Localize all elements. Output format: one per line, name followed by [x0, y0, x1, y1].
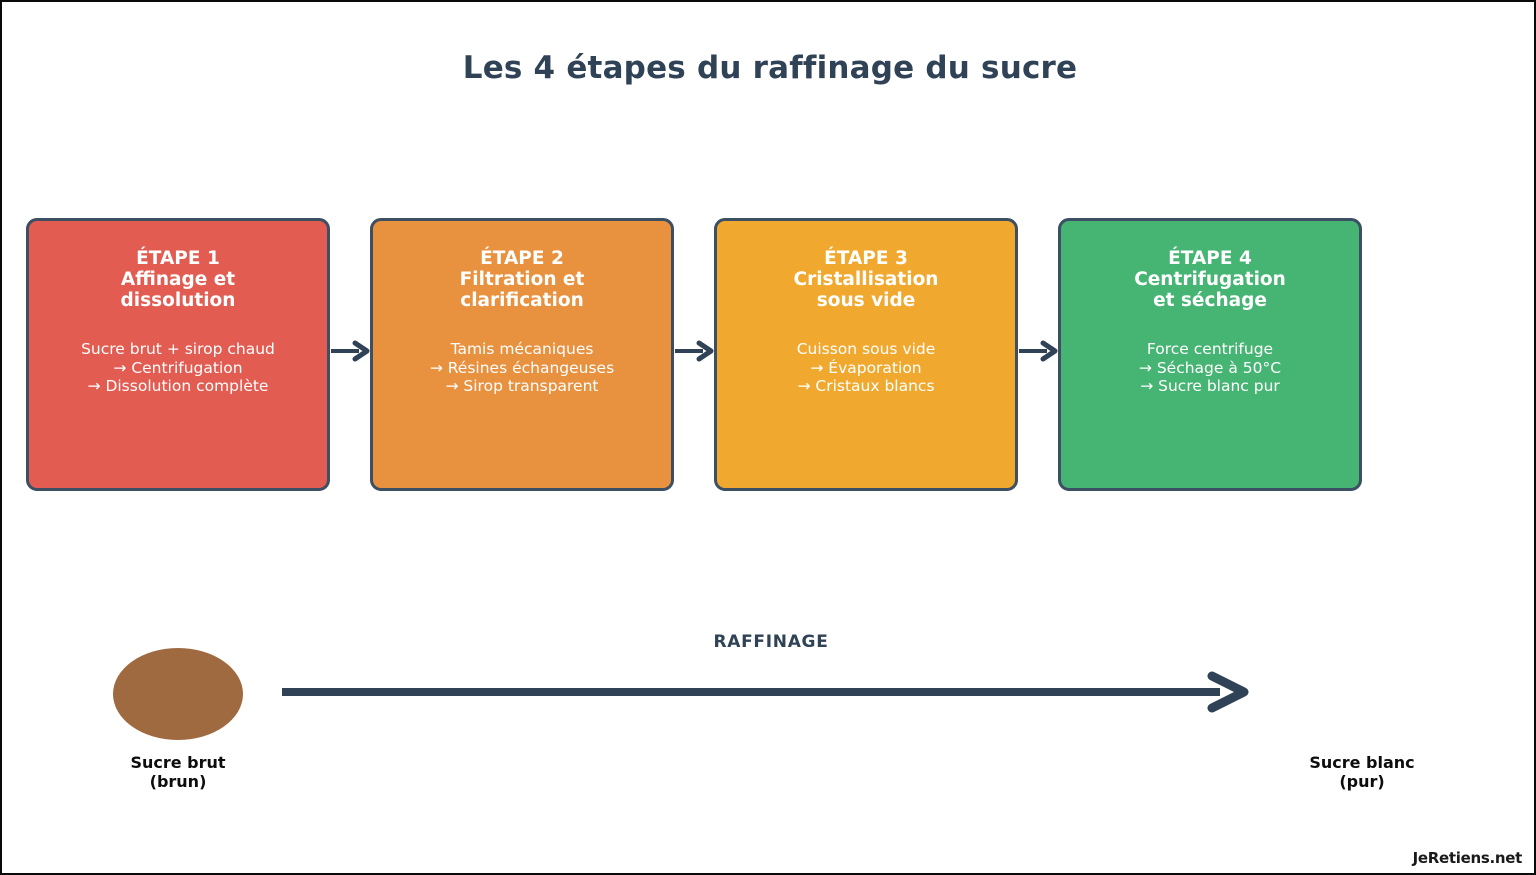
step-card-2-body-line-2: → Résines échangeuses: [429, 358, 615, 377]
connector-arrow-2-to-3: [675, 338, 715, 364]
step-card-4-body: Force centrifuge → Séchage à 50°C → Sucr…: [1061, 340, 1359, 396]
connector-arrow-3-to-4: [1019, 338, 1059, 364]
white-sugar-label-line-2: (pur): [1339, 772, 1385, 791]
step-card-3-heading-line-3: sous vide: [816, 290, 916, 311]
page-title: Les 4 étapes du raffinage du sucre: [462, 50, 1078, 86]
raw-sugar-label: Sucre brut (brun): [58, 753, 298, 791]
step-card-2[interactable]: ÉTAPE 2 Filtration et clarification Tami…: [370, 218, 674, 491]
step-card-2-heading-line-3: clarification: [460, 290, 584, 311]
step-card-1[interactable]: ÉTAPE 1 Affinage et dissolution Sucre br…: [26, 218, 330, 491]
step-card-2-body-line-1: Tamis mécaniques: [450, 340, 594, 358]
step-card-1-body-line-2: → Centrifugation: [113, 358, 243, 377]
step-card-3-body-line-2: → Évaporation: [810, 358, 922, 377]
process-arrow: [282, 670, 1250, 714]
raw-sugar-shape: [113, 648, 243, 740]
step-card-1-heading-line-2: Affinage et: [120, 269, 236, 290]
step-card-4-body-line-1: Force centrifuge: [1146, 340, 1274, 358]
white-sugar-label-line-1: Sucre blanc: [1309, 753, 1415, 772]
step-card-3-heading-line-1: ÉTAPE 3: [824, 248, 908, 269]
step-card-2-body-line-3: → Sirop transparent: [445, 377, 599, 395]
step-card-4-heading-line-1: ÉTAPE 4: [1168, 248, 1252, 269]
step-card-4[interactable]: ÉTAPE 4 Centrifugation et séchage Force …: [1058, 218, 1362, 491]
step-card-2-heading-line-1: ÉTAPE 2: [480, 248, 564, 269]
step-card-1-heading-line-1: ÉTAPE 1: [136, 248, 220, 269]
step-card-1-heading-line-3: dissolution: [120, 290, 236, 311]
raw-sugar-label-line-2: (brun): [149, 772, 207, 791]
step-card-2-heading-line-2: Filtration et: [459, 269, 585, 290]
step-card-4-body-line-3: → Sucre blanc pur: [1140, 377, 1280, 395]
step-card-3-body: Cuisson sous vide → Évaporation → Crista…: [717, 340, 1015, 396]
step-card-2-body: Tamis mécaniques → Résines échangeuses →…: [373, 340, 671, 396]
step-card-3-heading-line-2: Cristallisation: [793, 269, 939, 290]
step-card-3-body-line-3: → Cristaux blancs: [797, 377, 935, 395]
step-card-2-heading: ÉTAPE 2 Filtration et clarification: [373, 248, 671, 311]
step-card-3-heading: ÉTAPE 3 Cristallisation sous vide: [717, 248, 1015, 311]
step-card-1-body-line-1: Sucre brut + sirop chaud: [81, 340, 275, 358]
step-card-1-heading: ÉTAPE 1 Affinage et dissolution: [29, 248, 327, 311]
step-card-3-body-line-1: Cuisson sous vide: [796, 340, 936, 358]
step-card-4-body-line-2: → Séchage à 50°C: [1138, 358, 1282, 377]
step-card-4-heading-line-3: et séchage: [1153, 290, 1267, 311]
step-card-4-heading: ÉTAPE 4 Centrifugation et séchage: [1061, 248, 1359, 311]
raffinage-label: RAFFINAGE: [713, 632, 829, 652]
steps-row: ÉTAPE 1 Affinage et dissolution Sucre br…: [26, 218, 1364, 491]
step-card-1-body-line-3: → Dissolution complète: [87, 377, 269, 395]
raw-sugar-label-line-1: Sucre brut: [130, 753, 226, 772]
white-sugar-label: Sucre blanc (pur): [1242, 753, 1482, 791]
step-card-4-heading-line-2: Centrifugation: [1134, 269, 1286, 290]
connector-arrow-1-to-2: [331, 338, 371, 364]
watermark: JeRetiens.net: [1412, 849, 1523, 867]
step-card-1-body: Sucre brut + sirop chaud → Centrifugatio…: [29, 340, 327, 396]
step-card-3[interactable]: ÉTAPE 3 Cristallisation sous vide Cuisso…: [714, 218, 1018, 491]
